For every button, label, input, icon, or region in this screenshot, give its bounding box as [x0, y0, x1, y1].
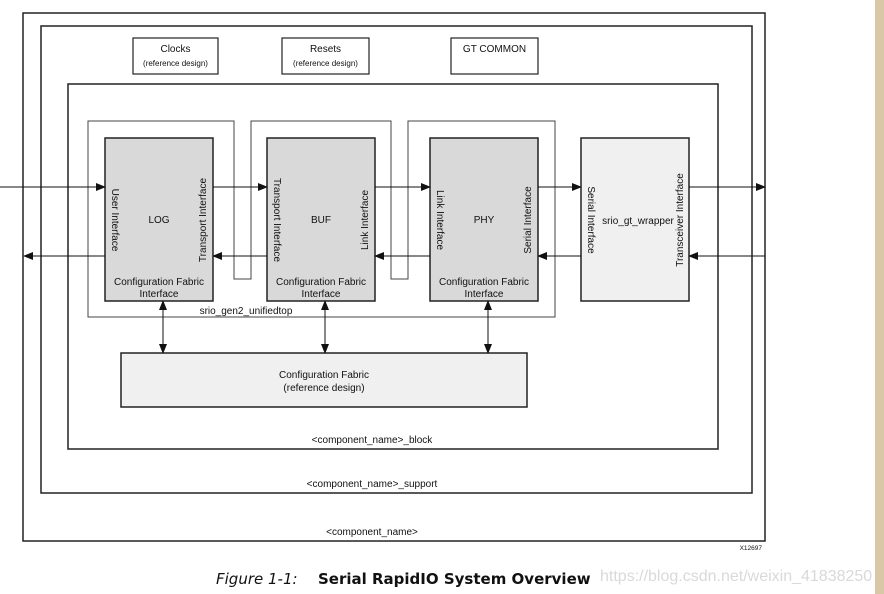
phy-left-interface: Link Interface: [434, 190, 445, 250]
watermark: https://blog.csdn.net/weixin_41838250: [600, 568, 873, 585]
log-right-interface: Transport Interface: [198, 178, 209, 263]
clocks-block: Clocks (reference design): [132, 37, 219, 75]
support-frame-label: <component_name>_support: [307, 479, 438, 490]
phy-name: PHY: [474, 215, 495, 226]
resets-block: Resets (reference design): [281, 37, 370, 75]
frame-component: [22, 12, 766, 542]
gt-wrapper-module: srio_gt_wrapper Serial Interface Transce…: [580, 137, 690, 302]
gt-wrapper-name: srio_gt_wrapper: [602, 216, 674, 227]
gt-wrapper-left-interface: Serial Interface: [585, 186, 596, 254]
phy-config-line1: Configuration Fabric: [439, 277, 529, 288]
gt-common-block: GT COMMON: [450, 37, 539, 75]
buf-module: BUF Transport Interface Link Interface C…: [266, 137, 376, 302]
log-config-line2: Interface: [140, 289, 179, 300]
resets-subtitle: (reference design): [293, 59, 358, 68]
frame-support: [40, 25, 753, 494]
buf-config-line2: Interface: [302, 289, 341, 300]
log-left-interface: User Interface: [109, 189, 120, 252]
phy-right-interface: Serial Interface: [523, 186, 534, 254]
clocks-subtitle: (reference design): [143, 59, 208, 68]
buf-name: BUF: [311, 215, 331, 226]
figure-id: X12697: [740, 545, 763, 552]
frame-block: [67, 83, 719, 450]
clocks-title: Clocks: [160, 44, 190, 55]
caption-label: Figure 1-1:: [216, 570, 298, 588]
config-fabric-block: Configuration Fabric (reference design): [120, 352, 528, 408]
phy-module: PHY Link Interface Serial Interface Conf…: [429, 137, 539, 302]
unifiedtop-label: srio_gen2_unifiedtop: [200, 306, 293, 317]
config-fabric-line1: Configuration Fabric: [279, 370, 369, 381]
resets-title: Resets: [310, 44, 341, 55]
log-module: LOG User Interface Transport Interface C…: [104, 137, 214, 302]
gt-wrapper-right-interface: Transceiver Interface: [675, 173, 686, 267]
component-frame-label: <component_name>: [326, 527, 418, 538]
caption-title: Serial RapidIO System Overview: [318, 570, 591, 588]
unifiedtop-outline: [87, 120, 556, 318]
log-name: LOG: [148, 215, 169, 226]
page-edge-strip: [875, 0, 884, 594]
buf-left-interface: Transport Interface: [271, 178, 282, 263]
buf-right-interface: Link Interface: [360, 190, 371, 250]
phy-config-line2: Interface: [465, 289, 504, 300]
gt-common-title: GT COMMON: [463, 44, 526, 55]
log-config-line1: Configuration Fabric: [114, 277, 204, 288]
block-frame-label: <component_name>_block: [312, 435, 434, 446]
figure-caption: Figure 1-1: Serial RapidIO System Overvi…: [0, 568, 884, 592]
config-fabric-line2: (reference design): [283, 383, 364, 394]
buf-config-line1: Configuration Fabric: [276, 277, 366, 288]
